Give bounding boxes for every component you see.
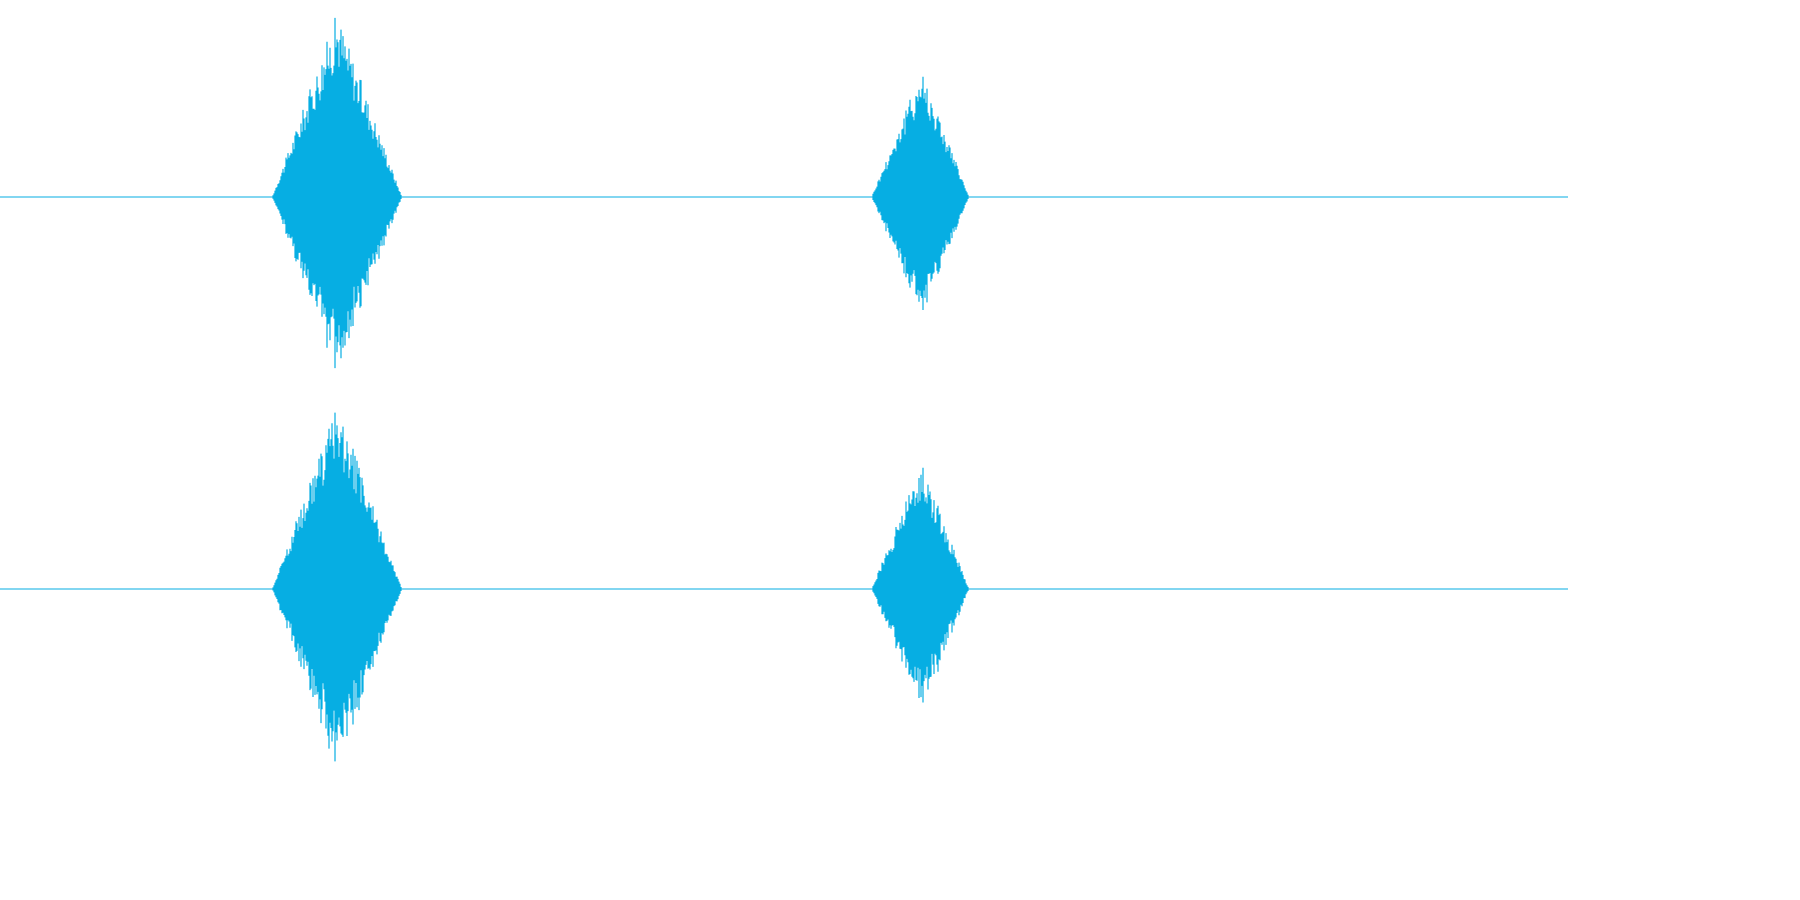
waveform-burst xyxy=(872,76,969,310)
channel-1-track[interactable] xyxy=(0,17,1568,369)
waveform-burst xyxy=(272,17,402,369)
channel-2-track[interactable] xyxy=(0,412,1568,762)
waveform-burst xyxy=(872,467,969,703)
waveform-burst xyxy=(272,412,402,762)
